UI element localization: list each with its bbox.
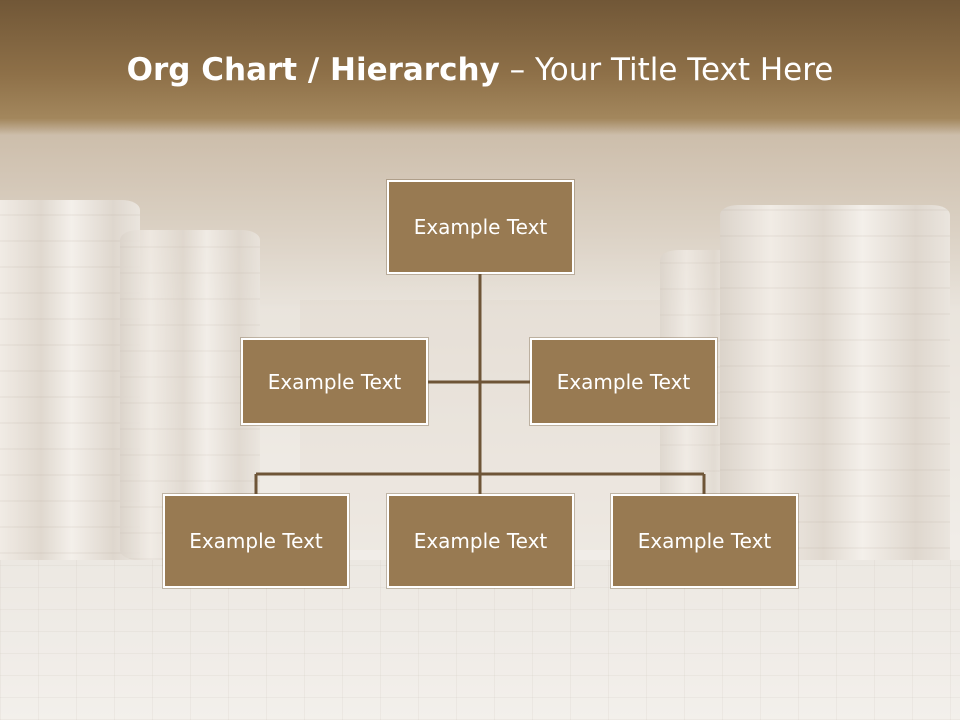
org-node-root[interactable]: Example Text [387,180,574,274]
org-node-label: Example Text [637,529,772,553]
org-node-label: Example Text [556,369,691,394]
title-regular-part: Your Title Text Here [534,52,834,88]
background-tank-right [720,205,950,575]
org-node-label: Example Text [413,529,548,553]
background-tank-left [0,200,140,580]
title-dash: – [499,52,535,88]
title-band [0,0,960,135]
org-node-child-left[interactable]: Example Text [163,494,349,588]
org-node-child-center[interactable]: Example Text [387,494,574,588]
org-node-label: Example Text [189,529,323,553]
org-node-child-right[interactable]: Example Text [611,494,798,588]
org-node-assistant-right[interactable]: Example Text [530,338,717,425]
org-node-assistant-left[interactable]: Example Text [241,338,428,425]
background-tank-left-rear [120,230,260,560]
org-node-label: Example Text [413,215,548,239]
org-node-label: Example Text [267,369,402,394]
slide-title: Org Chart / Hierarchy – Your Title Text … [0,52,960,88]
title-bold-part: Org Chart / Hierarchy [126,52,500,88]
